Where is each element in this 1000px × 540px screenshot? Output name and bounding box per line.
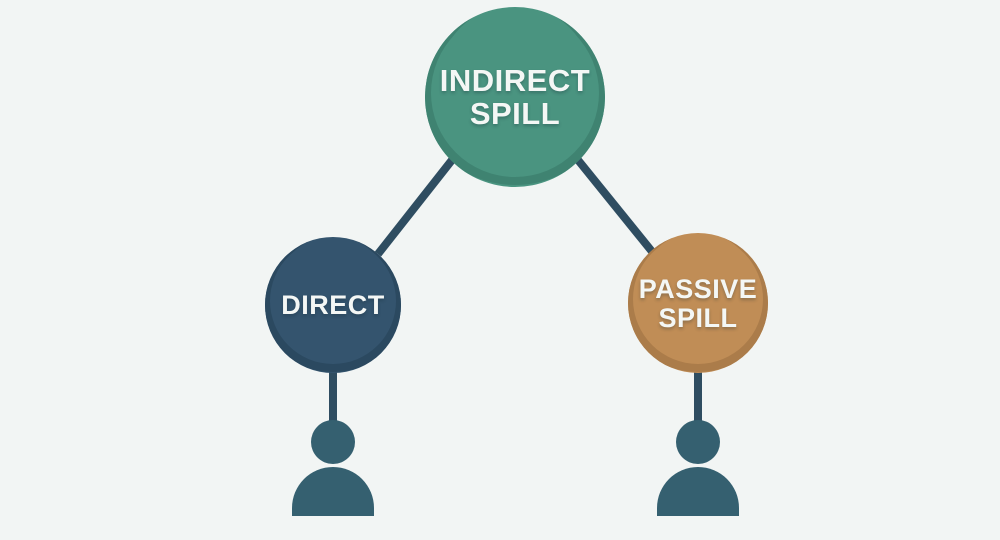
node-passive-spill-face <box>633 234 763 364</box>
node-direct-face <box>270 238 396 364</box>
node-indirect-spill[interactable] <box>425 0 605 187</box>
person-body-icon <box>657 467 739 516</box>
person-icon-left <box>292 420 374 516</box>
connector-indirect-to-passive <box>574 157 658 257</box>
person-head-icon <box>676 420 720 464</box>
node-direct[interactable] <box>265 225 401 373</box>
node-indirect-spill-face <box>431 9 599 177</box>
person-body-icon <box>292 467 374 516</box>
connector-indirect-to-direct <box>374 157 456 257</box>
person-icon-right <box>657 420 739 516</box>
person-head-icon <box>311 420 355 464</box>
node-passive-spill[interactable] <box>628 221 768 373</box>
